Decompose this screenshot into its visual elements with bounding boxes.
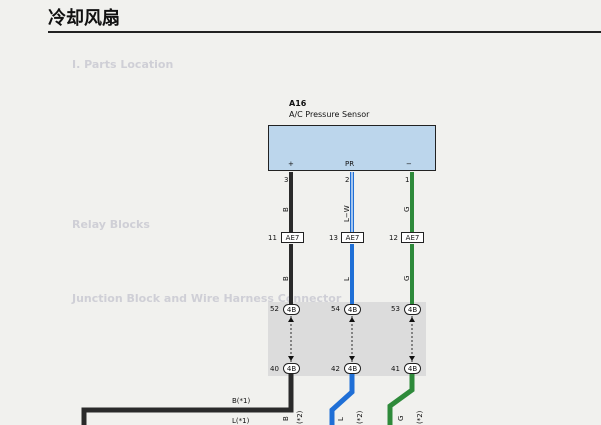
wire-b-lower [81, 374, 294, 425]
connector-ae7-b: AE7 [281, 232, 304, 243]
arrow-b-down [288, 356, 294, 361]
jb-pin-52: 52 [270, 305, 279, 313]
wire-color-lw-upper: L−W [343, 205, 351, 222]
arrow-l-down [349, 356, 355, 361]
sensor-name: A/C Pressure Sensor [289, 110, 370, 119]
arrow-b-up [288, 317, 294, 322]
sensor-pin-plus: + [288, 160, 294, 168]
wire-l-lower [329, 374, 355, 425]
jb-4b-b-top: 4B [283, 304, 300, 315]
label-b-star1: B(*1) [232, 397, 251, 405]
connector-pin-13: 13 [329, 234, 338, 242]
label-g-lower: G [397, 415, 405, 421]
sensor-pin-pr: PR [345, 160, 355, 168]
connector-ae7-l: AE7 [341, 232, 364, 243]
connector-ae7-g: AE7 [401, 232, 424, 243]
jb-pin-42: 42 [331, 365, 340, 373]
label-star2-g: (*2) [416, 410, 424, 424]
label-l-star1: L(*1) [232, 417, 250, 425]
background-section-parts-location: I. Parts Location [72, 58, 174, 71]
jb-pin-53: 53 [391, 305, 400, 313]
arrow-l-up [349, 317, 355, 322]
sensor-pin-2: 2 [345, 176, 350, 184]
label-star2-l: (*2) [356, 410, 364, 424]
jb-4b-g-bottom: 4B [404, 363, 421, 374]
jb-pin-41: 41 [391, 365, 400, 373]
arrow-g-down [409, 356, 415, 361]
title-rule [48, 31, 601, 33]
sensor-pin-minus: − [406, 160, 412, 168]
jb-pin-54: 54 [331, 305, 340, 313]
wire-g-lower [387, 374, 415, 425]
connector-pin-12: 12 [389, 234, 398, 242]
sensor-code: A16 [289, 99, 307, 108]
jb-4b-g-top: 4B [404, 304, 421, 315]
background-section-junction-block: Junction Block and Wire Harness Connecto… [72, 292, 342, 305]
jb-4b-b-bottom: 4B [283, 363, 300, 374]
label-b-lower: B [282, 416, 290, 421]
jb-pin-40: 40 [270, 365, 279, 373]
arrow-g-up [409, 317, 415, 322]
wire-color-b-upper: B [282, 207, 290, 212]
sensor-box [268, 125, 436, 171]
wire-color-l-middle: L [343, 277, 351, 281]
label-l-lower: L [337, 417, 345, 421]
wire-color-g-upper: G [403, 206, 411, 212]
connector-pin-11: 11 [268, 234, 277, 242]
wire-color-b-middle: B [282, 276, 290, 281]
sensor-pin-3: 3 [284, 176, 289, 184]
page-title: 冷却风扇 [48, 8, 120, 29]
sensor-pin-1: 1 [405, 176, 410, 184]
wire-color-g-middle: G [403, 275, 411, 281]
label-star2-b: (*2) [296, 410, 304, 424]
background-section-relay-blocks: Relay Blocks [72, 218, 150, 231]
jb-4b-l-top: 4B [344, 304, 361, 315]
jb-4b-l-bottom: 4B [344, 363, 361, 374]
